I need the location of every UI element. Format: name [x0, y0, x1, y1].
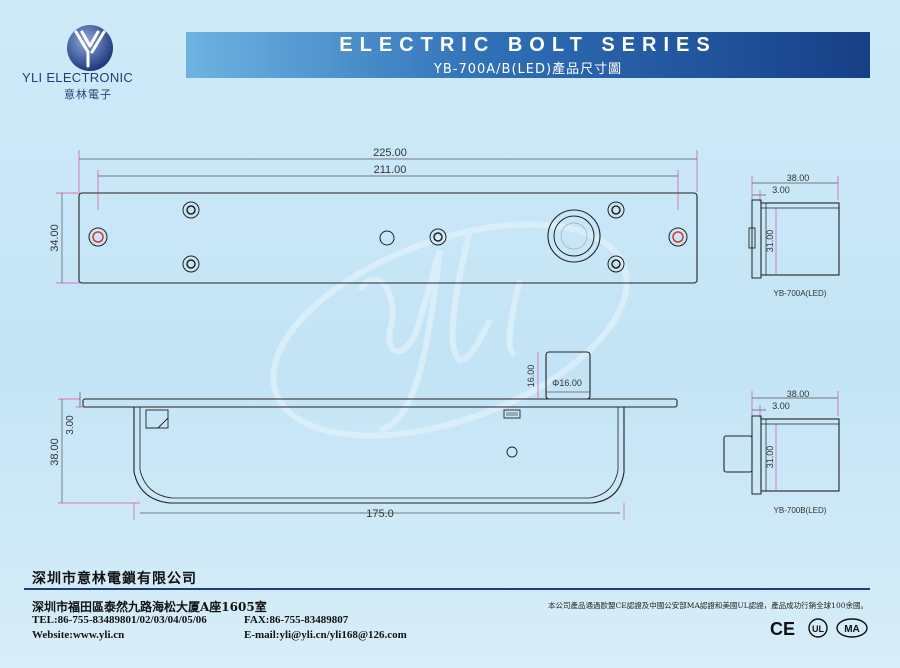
top-view [56, 150, 698, 284]
dim-body-length: 175.0 [366, 508, 394, 520]
end-a-height: 31.00 [765, 230, 775, 253]
side-view [58, 351, 678, 520]
end-a-width: 38.00 [787, 173, 810, 183]
ce-mark-icon: CE [770, 619, 795, 639]
end-b-plate: 3.00 [772, 401, 790, 411]
certification-note: 本公司產品通過歐盟CE認證及中國公安部MA認證和美國UL認證，產品成功行銷全球1… [548, 601, 868, 610]
title-banner: ELECTRIC BOLT SERIES YB-700A/B(LED)產品尺寸圖 [186, 32, 870, 78]
dim-hole-spacing: 211.00 [374, 164, 407, 176]
dim-bolt-protrusion: 16.00 [526, 365, 536, 388]
banner-title: ELECTRIC BOLT SERIES [339, 34, 717, 56]
company-fax: FAX:86-755-83489807 [244, 614, 349, 626]
company-email: E-mail:yli@yli.cn/yli168@126.com [244, 629, 407, 641]
company-tel: TEL:86-755-83489801/02/03/04/05/06 [32, 614, 207, 626]
company-address: 深圳市福田區泰然九路海松大厦A座1605室 [32, 600, 267, 614]
company-website: Website:www.yli.cn [32, 629, 125, 641]
dim-overall-length: 225.00 [373, 147, 407, 159]
end-b-caption: YB-700B(LED) [774, 506, 827, 515]
banner-subtitle: YB-700A/B(LED)產品尺寸圖 [433, 62, 623, 77]
watermark-logo [270, 221, 630, 439]
end-a-caption: YB-700A(LED) [774, 289, 827, 298]
certification-marks: CE UL MA [770, 618, 868, 639]
brand-name: YLI ELECTRONIC [22, 70, 134, 85]
dim-side-height: 38.00 [49, 438, 61, 466]
company-name: 深圳市意林電鎖有限公司 [32, 571, 197, 587]
end-a-plate: 3.00 [772, 185, 790, 195]
dim-top-height: 34.00 [49, 224, 61, 252]
dim-bolt-diameter: Φ16.00 [552, 378, 582, 388]
dim-plate-thickness: 3.00 [65, 415, 76, 435]
end-b-width: 38.00 [787, 389, 810, 399]
ul-mark-icon: UL [812, 624, 824, 634]
yli-logo-icon [67, 25, 113, 71]
brand-name-cn: 意林電子 [64, 88, 112, 101]
footer-divider [24, 588, 870, 590]
end-b-height: 31.00 [765, 446, 775, 469]
end-view-b [723, 391, 840, 495]
ma-mark-icon: MA [844, 624, 860, 635]
end-view-a [748, 176, 840, 279]
